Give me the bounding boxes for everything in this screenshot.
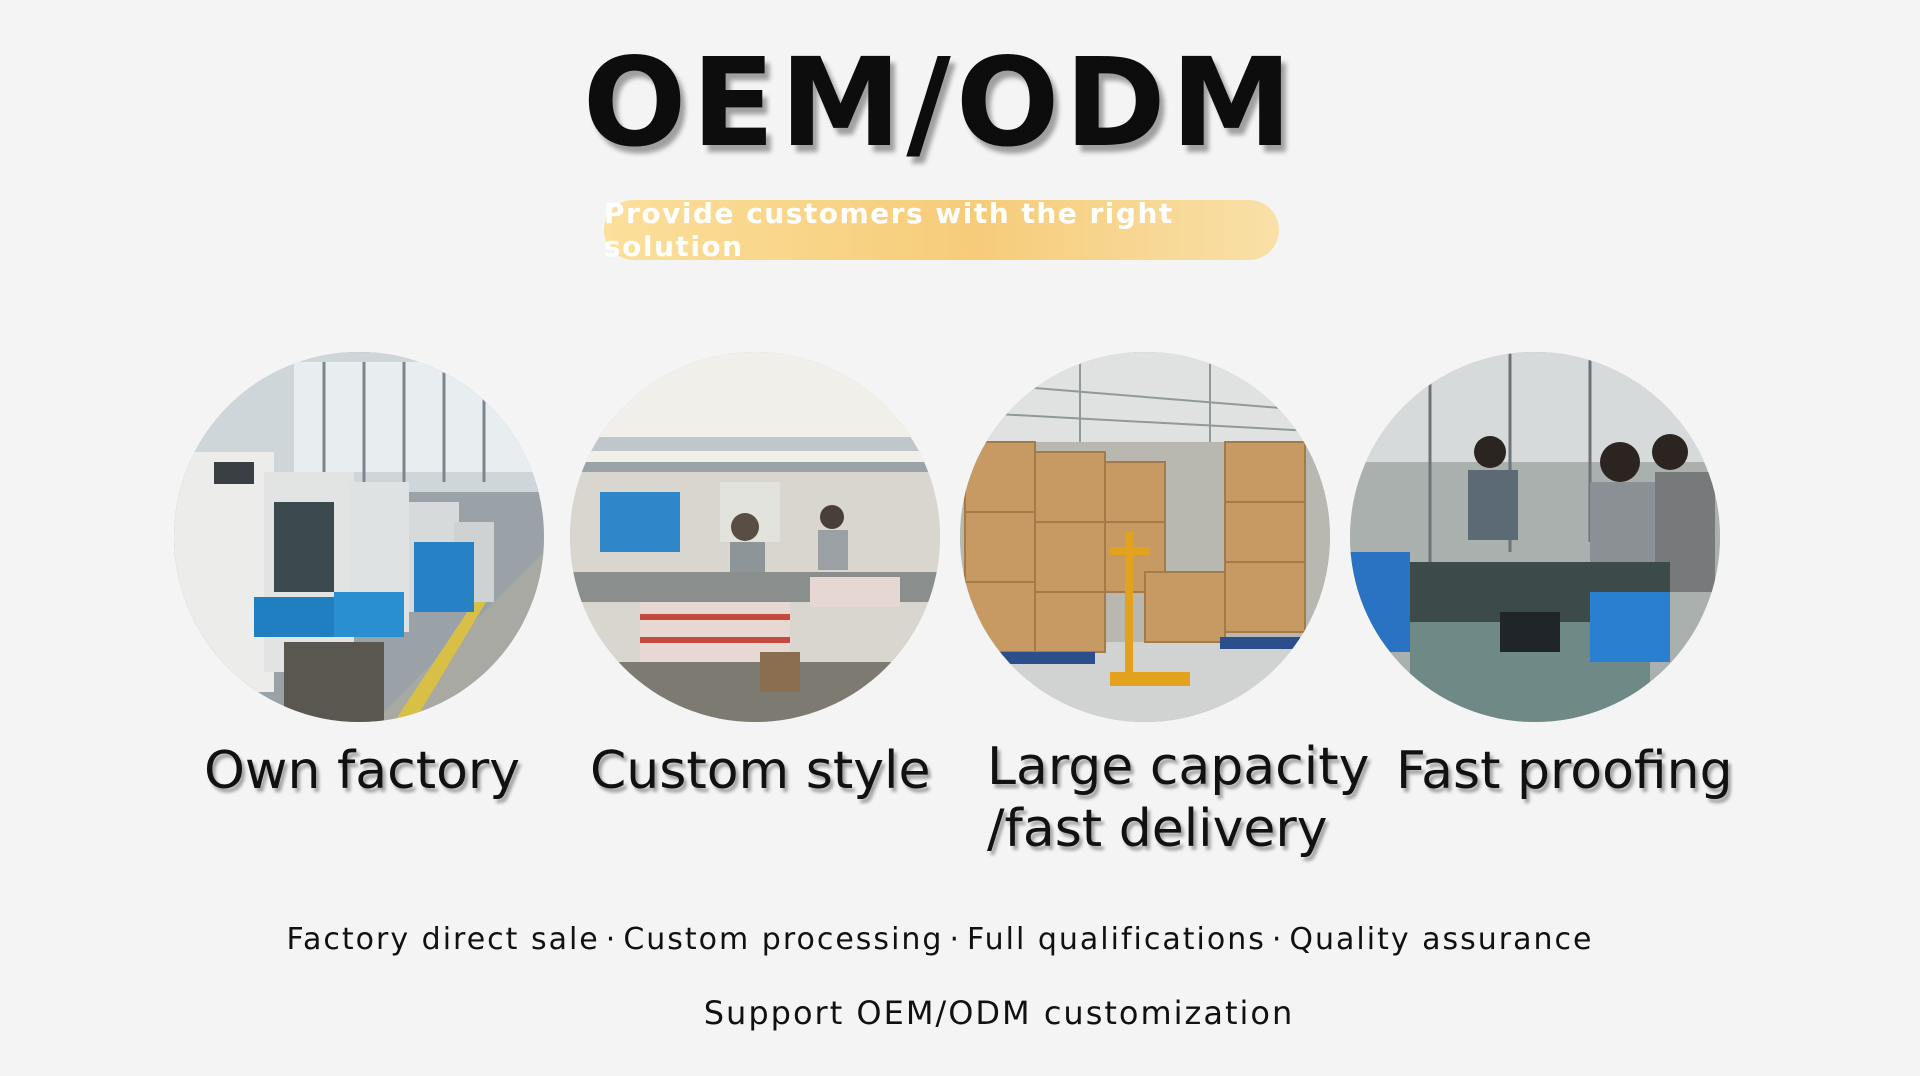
feature-item: Custom processing [623,922,944,957]
caption-own-factory: Own factory [204,740,520,802]
assembly-photo [1350,352,1720,722]
caption-custom-style: Custom style [590,740,930,802]
warehouse-photo-image [960,352,1330,722]
warehouse-photo [960,352,1330,722]
production-line-photo [570,352,940,722]
caption-large-capacity: Large capacity /fast delivery [987,736,1369,860]
caption-custom-style-line1: Custom style [590,741,931,801]
factory-photo-image [174,352,544,722]
production-line-photo-image [570,352,940,722]
feature-separator: · [1271,922,1284,957]
assembly-photo-image [1350,352,1720,722]
factory-photo [174,352,544,722]
page-title: OEM/ODM [582,32,1298,174]
subtitle-banner: Provide customers with the right solutio… [604,197,1279,263]
caption-large-capacity-line1: Large capacity [987,737,1370,797]
feature-separator: · [605,922,618,957]
caption-large-capacity-line2: /fast delivery [987,799,1328,859]
feature-item: Factory direct sale [286,922,600,957]
support-text: Support OEM/ODM customization [703,994,1295,1032]
subtitle-text: Provide customers with the right solutio… [604,197,1174,263]
caption-own-factory-line1: Own factory [204,741,521,801]
feature-separator: · [949,922,962,957]
caption-fast-proofing-line1: Fast proofing [1396,741,1733,801]
caption-fast-proofing: Fast proofing [1396,740,1733,802]
feature-list: Factory direct sale·Custom processing·Fu… [0,922,1880,957]
feature-item: Quality assurance [1289,922,1594,957]
feature-item: Full qualifications [967,922,1266,957]
